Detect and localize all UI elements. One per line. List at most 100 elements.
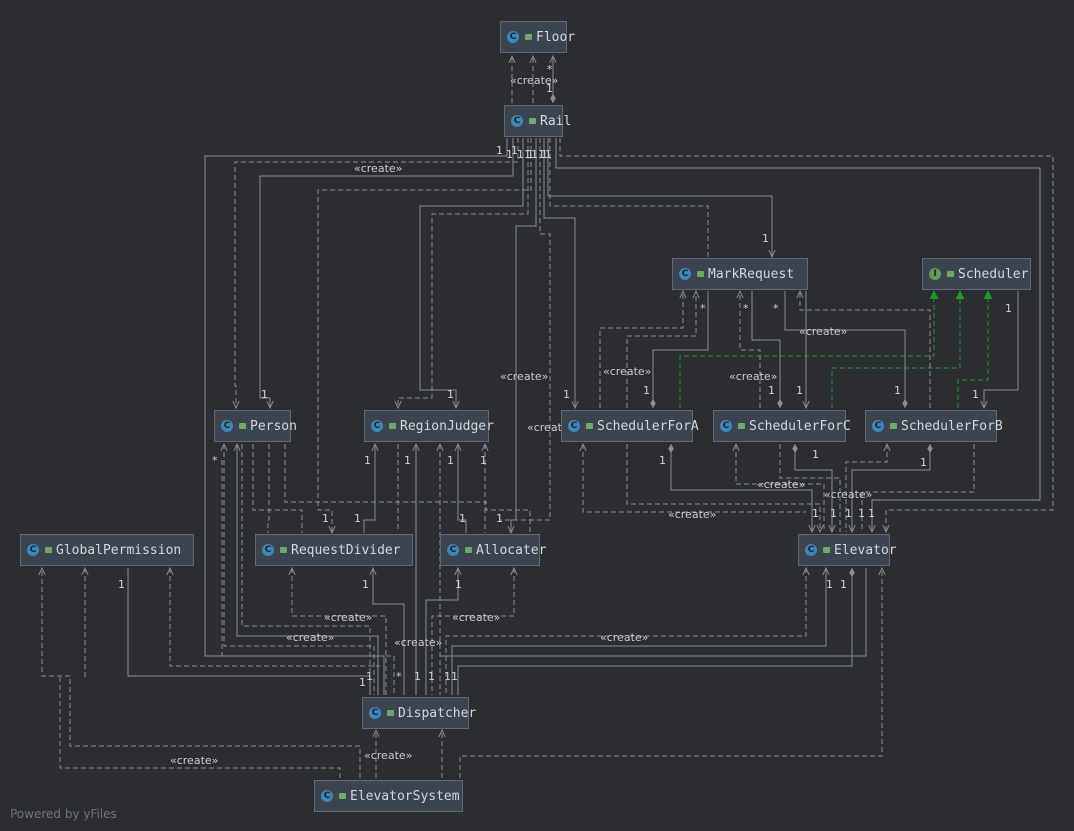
edge-dispatcher-person-1 bbox=[224, 444, 375, 695]
class-icon: C bbox=[447, 544, 459, 556]
edge-rail-person bbox=[259, 138, 514, 408]
lock-icon bbox=[697, 271, 704, 277]
class-name: Person bbox=[250, 418, 297, 434]
class-allocater[interactable]: C Allocater bbox=[440, 534, 546, 566]
multiplicity: 1 bbox=[563, 388, 570, 401]
class-name: Dispatcher bbox=[398, 705, 477, 721]
multiplicity: * bbox=[743, 302, 749, 315]
multiplicity: * bbox=[212, 454, 218, 467]
multiplicity: 11 bbox=[517, 148, 531, 161]
multiplicity: 1 bbox=[894, 384, 901, 397]
edge-system-globalpermission-2 bbox=[59, 676, 341, 778]
edge-dispatcher-requestdivider bbox=[292, 568, 387, 695]
edge-label: «create» bbox=[799, 325, 847, 338]
edge-label: «create» bbox=[824, 488, 872, 501]
edge-rail-allocater-create bbox=[500, 138, 551, 521]
edge-schedulera-scheduler bbox=[679, 290, 939, 408]
class-icon: C bbox=[369, 707, 381, 719]
class-icon: C bbox=[805, 544, 817, 556]
class-dispatcher[interactable]: C Dispatcher bbox=[362, 697, 476, 729]
edge-dispatcher-elevator-2 bbox=[451, 568, 826, 695]
lock-icon bbox=[947, 271, 954, 277]
interface-scheduler[interactable]: I Scheduler bbox=[922, 258, 1031, 290]
multiplicity: 1 bbox=[455, 578, 462, 591]
multiplicity: 1 bbox=[496, 512, 503, 525]
edge-rail-mark bbox=[547, 138, 772, 257]
edge-regionjudger-allocater bbox=[458, 444, 467, 533]
edge-schedulera-mark-3 bbox=[599, 291, 683, 408]
class-elevator[interactable]: C Elevator bbox=[798, 534, 897, 566]
lock-icon bbox=[389, 423, 396, 429]
edge-system-globalpermission bbox=[42, 568, 361, 778]
class-schedulerforc[interactable]: C SchedulerForC bbox=[713, 410, 851, 442]
multiplicity: 1 bbox=[496, 144, 503, 157]
multiplicity: 1 bbox=[546, 82, 553, 95]
edge-schedulerb-elevator-2 bbox=[861, 444, 975, 532]
edge-person-allocater bbox=[284, 444, 531, 533]
multiplicity: 1 bbox=[643, 384, 650, 397]
class-schedulerforb[interactable]: C SchedulerForB bbox=[865, 410, 1003, 442]
edge-schedulerc-elevator bbox=[795, 444, 832, 532]
multiplicity: * bbox=[700, 302, 706, 315]
edge-dispatcher-elevator-3 bbox=[457, 568, 855, 695]
class-elevatorsystem[interactable]: C ElevatorSystem bbox=[314, 780, 463, 812]
edge-scheduler-elevator bbox=[984, 291, 1019, 408]
multiplicity: 1 bbox=[762, 232, 769, 245]
edge-label: «create» bbox=[510, 74, 558, 87]
class-name: ElevatorSystem bbox=[350, 788, 460, 804]
edge-dispatcher-allocater-2 bbox=[431, 568, 514, 695]
multiplicity: 1 bbox=[812, 448, 819, 461]
class-name: MarkRequest bbox=[708, 266, 795, 282]
multiplicity: * bbox=[547, 63, 553, 76]
class-name: Floor bbox=[536, 29, 576, 45]
multiplicity: 1 bbox=[414, 670, 421, 683]
class-rail[interactable]: C Rail bbox=[504, 105, 571, 137]
class-person[interactable]: C Person bbox=[214, 410, 297, 442]
class-markrequest[interactable]: C MarkRequest bbox=[672, 258, 808, 290]
edge-dispatcher-requestdivider-2 bbox=[373, 568, 405, 695]
class-icon: C bbox=[507, 31, 519, 43]
edge-schedulerb-elevator bbox=[852, 444, 930, 532]
class-icon: C bbox=[568, 420, 580, 432]
multiplicity: 1 bbox=[322, 512, 329, 525]
edge-schedulera-elevator-create bbox=[583, 444, 806, 513]
multiplicity: 1 bbox=[659, 454, 666, 467]
class-name: GlobalPermission bbox=[56, 542, 182, 558]
multiplicity: 11 bbox=[531, 148, 545, 161]
multiplicity: 1 bbox=[796, 384, 803, 397]
edge-rail-person-create bbox=[235, 138, 519, 408]
class-icon: C bbox=[221, 420, 233, 432]
multiplicity: 1 bbox=[541, 148, 548, 161]
multiplicity: 1 bbox=[511, 144, 518, 157]
class-floor[interactable]: C Floor bbox=[500, 21, 575, 53]
multiplicity: 1 bbox=[364, 454, 371, 467]
multiplicity: 1 bbox=[840, 578, 847, 591]
edge-rail-regionjudger bbox=[419, 138, 524, 408]
class-name: SchedulerForA bbox=[597, 418, 699, 434]
class-icon: C bbox=[511, 115, 523, 127]
multiplicity: 1 bbox=[261, 388, 268, 401]
multiplicity: 1 bbox=[545, 148, 552, 161]
edge-dispatcher-person-2 bbox=[237, 444, 379, 695]
edge-label: «create» bbox=[668, 508, 716, 521]
multiplicity: 1 bbox=[359, 676, 366, 689]
edge-label: «create» bbox=[600, 631, 648, 644]
class-name: Elevator bbox=[834, 542, 897, 558]
edge-dispatcher-elevator bbox=[445, 568, 806, 695]
edge-rail-requestdivider bbox=[317, 138, 532, 533]
edge-schedulerb-elevator-create bbox=[845, 444, 887, 532]
class-regionjudger[interactable]: C RegionJudger bbox=[364, 410, 494, 442]
lock-icon bbox=[586, 423, 593, 429]
class-requestdivider[interactable]: C RequestDivider bbox=[255, 534, 413, 566]
edge-dispatcher-elevator-4 bbox=[440, 568, 867, 657]
class-globalpermission[interactable]: C GlobalPermission bbox=[20, 534, 194, 566]
multiplicities: 1 * 1 1 1 11 1 11 1 1 1 1 * * * 1 1 1 1 … bbox=[118, 63, 1012, 689]
edge-schedulerb-mark bbox=[784, 291, 908, 408]
edge-schedulerc-elevator-2 bbox=[779, 444, 841, 532]
class-schedulerfora[interactable]: C SchedulerForA bbox=[561, 410, 699, 442]
edge-label: «create» bbox=[354, 162, 402, 175]
multiplicity: 1 bbox=[868, 507, 875, 520]
edges bbox=[42, 56, 1054, 778]
edge-person-requestdivider bbox=[252, 444, 303, 533]
edge-dispatcher-allocater bbox=[425, 568, 458, 695]
